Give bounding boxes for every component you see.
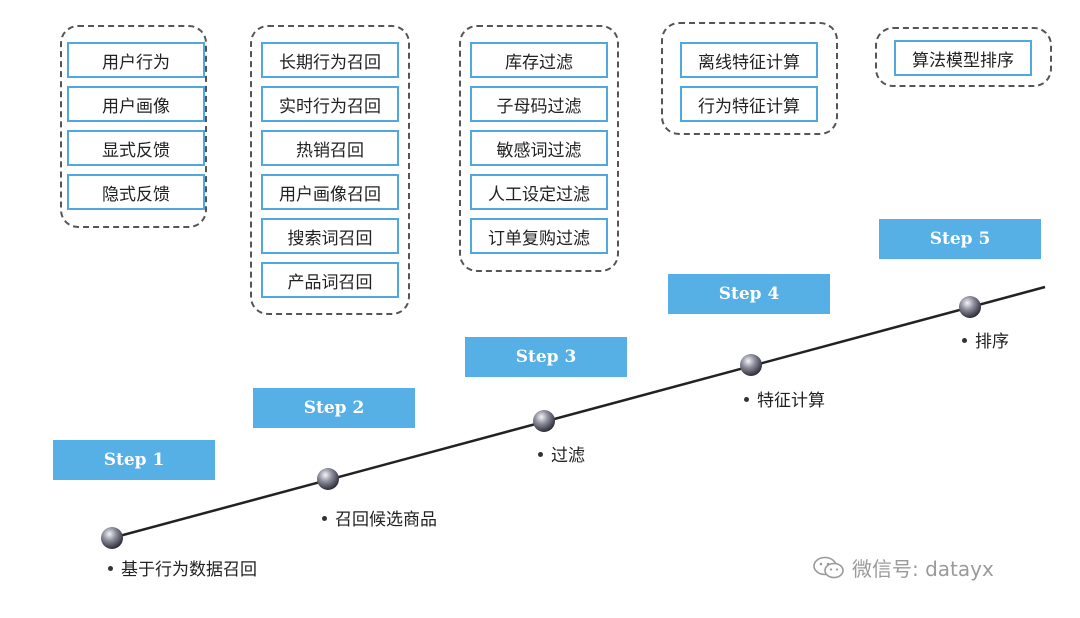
step-3-badge: Step 3 (465, 337, 627, 377)
step-4-badge: Step 4 (668, 274, 830, 314)
item-model-ranking: 算法模型排序 (894, 40, 1032, 76)
item-long-term-recall: 长期行为召回 (261, 42, 399, 78)
step-5-badge: Step 5 (879, 219, 1041, 259)
item-product-recall: 产品词召回 (261, 262, 399, 298)
timeline-node-3 (533, 410, 555, 432)
point-label-4-text: 特征计算 (757, 391, 825, 411)
item-profile-recall: 用户画像召回 (261, 174, 399, 210)
item-explicit-feedback: 显式反馈 (67, 130, 205, 166)
point-label-2-text: 召回候选商品 (335, 510, 437, 530)
item-realtime-recall: 实时行为召回 (261, 86, 399, 122)
timeline-node-5 (959, 296, 981, 318)
item-sku-filter: 子母码过滤 (470, 86, 608, 122)
point-label-5: 排序 (962, 327, 1009, 352)
step-2-badge: Step 2 (253, 388, 415, 428)
item-user-behavior: 用户行为 (67, 42, 205, 78)
timeline-line (111, 285, 1046, 540)
wechat-icon (813, 556, 844, 578)
point-label-4: 特征计算 (744, 386, 825, 411)
item-implicit-feedback: 隐式反馈 (67, 174, 205, 210)
group-user-data: 用户行为 用户画像 显式反馈 隐式反馈 (60, 25, 207, 228)
point-label-3: 过滤 (538, 441, 585, 466)
item-sensitive-filter: 敏感词过滤 (470, 130, 608, 166)
point-label-1-text: 基于行为数据召回 (121, 560, 257, 580)
watermark: 微信号: datayx (812, 553, 994, 582)
watermark-text: 微信号: datayx (852, 557, 994, 581)
group-features: 离线特征计算 行为特征计算 (661, 22, 838, 135)
item-offline-features: 离线特征计算 (680, 42, 818, 78)
item-repurchase-filter: 订单复购过滤 (470, 218, 608, 254)
point-label-3-text: 过滤 (551, 446, 585, 466)
item-user-profile: 用户画像 (67, 86, 205, 122)
item-search-recall: 搜索词召回 (261, 218, 399, 254)
step-1-badge: Step 1 (53, 440, 215, 480)
group-recall: 长期行为召回 实时行为召回 热销召回 用户画像召回 搜索词召回 产品词召回 (250, 25, 410, 315)
item-manual-filter: 人工设定过滤 (470, 174, 608, 210)
timeline-node-2 (317, 468, 339, 490)
timeline-node-1 (101, 527, 123, 549)
timeline-node-4 (740, 354, 762, 376)
point-label-5-text: 排序 (975, 332, 1009, 352)
item-behavior-features: 行为特征计算 (680, 86, 818, 122)
point-label-2: 召回候选商品 (322, 505, 437, 530)
item-hot-recall: 热销召回 (261, 130, 399, 166)
item-stock-filter: 库存过滤 (470, 42, 608, 78)
group-filter: 库存过滤 子母码过滤 敏感词过滤 人工设定过滤 订单复购过滤 (459, 25, 619, 272)
group-ranking: 算法模型排序 (875, 27, 1052, 87)
point-label-1: 基于行为数据召回 (108, 555, 257, 580)
